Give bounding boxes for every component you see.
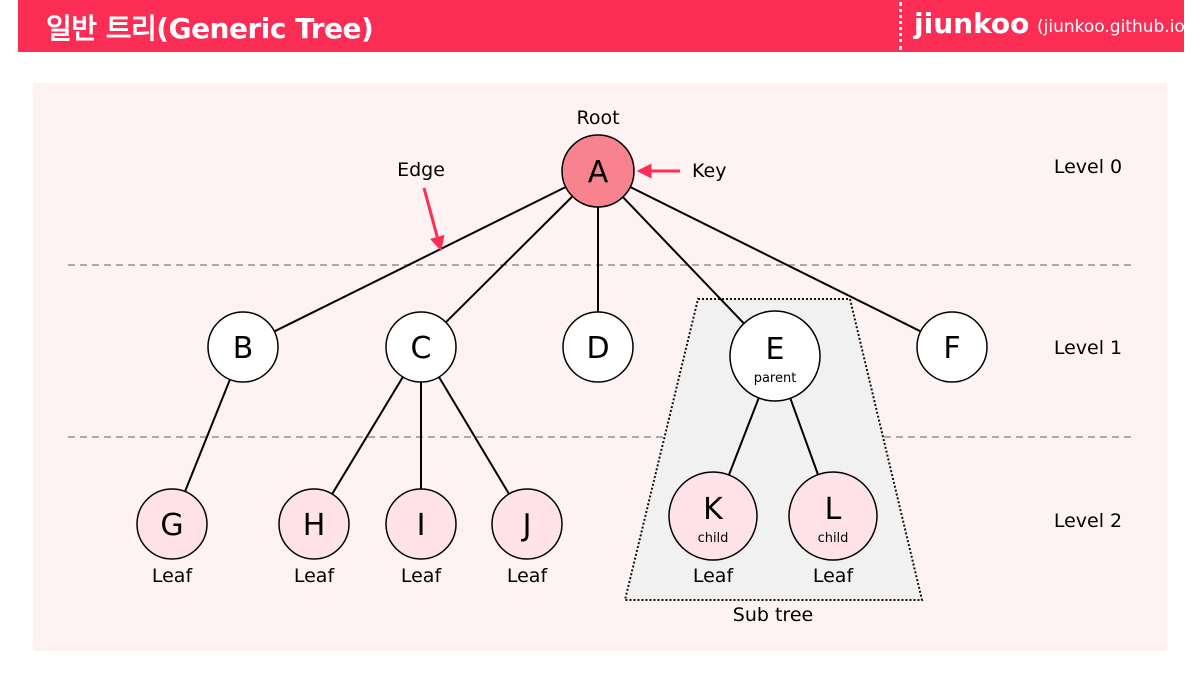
node-label-k: K (703, 492, 724, 527)
level-2-label: Level 2 (1054, 510, 1122, 532)
edge-arrow (422, 187, 445, 252)
node-circle-a (561, 134, 635, 208)
node-b: B (207, 311, 279, 383)
edge-a-b (273, 186, 567, 333)
edge-e-l (789, 397, 819, 475)
leaf-caption-j: Leaf (507, 565, 549, 587)
node-d: D (562, 311, 634, 383)
node-label-i: I (417, 508, 426, 543)
edge-a-e (622, 196, 745, 325)
node-label-b: B (233, 331, 254, 366)
node-i: I Leaf (385, 488, 457, 587)
node-circle-h (278, 488, 350, 560)
node-circle-c (385, 311, 457, 383)
node-circle-d (562, 311, 634, 383)
leaf-caption-i: Leaf (401, 565, 443, 587)
edge-a-f (629, 186, 922, 333)
node-circle-l (788, 471, 878, 561)
edge-c-h (331, 376, 404, 495)
header-divider (899, 2, 902, 50)
subtree-label: Sub tree (733, 604, 813, 626)
node-j: J Leaf (491, 488, 563, 587)
page-title: 일반 트리(Generic Tree) (46, 12, 374, 45)
node-circle-g (136, 488, 208, 560)
node-role-k: child (698, 531, 729, 546)
node-label-d: D (586, 331, 609, 366)
edge-label: Edge (397, 159, 445, 181)
key-label: Key (692, 160, 726, 182)
level-1-label: Level 1 (1054, 337, 1122, 359)
node-label-j: J (521, 508, 532, 543)
leaf-caption-g: Leaf (152, 565, 194, 587)
leaf-caption-h: Leaf (294, 565, 336, 587)
brand-url: (jiunkoo.github.io) (1037, 17, 1192, 37)
node-a: A (561, 134, 635, 208)
edges (184, 186, 922, 495)
node-g: G Leaf (136, 488, 208, 587)
leaf-caption-l: Leaf (813, 565, 855, 587)
node-circle-i (385, 488, 457, 560)
brand-name: jiunkoo (914, 7, 1030, 40)
node-circle-j (491, 488, 563, 560)
node-circle-e (729, 310, 821, 402)
node-circle-b (207, 311, 279, 383)
edge-a-c (445, 195, 574, 324)
node-role-l: child (818, 531, 849, 546)
node-circle-f (916, 311, 988, 383)
node-label-g: G (160, 508, 183, 543)
level-0-label: Level 0 (1054, 156, 1122, 178)
edge-e-k (727, 397, 760, 476)
node-label-e: E (766, 332, 785, 367)
node-label-h: H (303, 508, 326, 543)
node-h: H Leaf (278, 488, 350, 587)
edge-b-g (184, 379, 231, 492)
root-label: Root (576, 107, 619, 129)
node-circle-k (668, 471, 758, 561)
edge-c-j (438, 376, 510, 495)
node-label-f: F (943, 331, 960, 366)
node-role-e: parent (754, 371, 797, 386)
leaf-caption-k: Leaf (693, 565, 735, 587)
node-c: C (385, 311, 457, 383)
node-f: F (916, 311, 988, 383)
node-label-a: A (588, 155, 609, 190)
header-bar: 일반 트리(Generic Tree) jiunkoo (jiunkoo.git… (18, 0, 1191, 52)
node-label-c: C (411, 331, 432, 366)
node-label-l: L (825, 492, 842, 527)
